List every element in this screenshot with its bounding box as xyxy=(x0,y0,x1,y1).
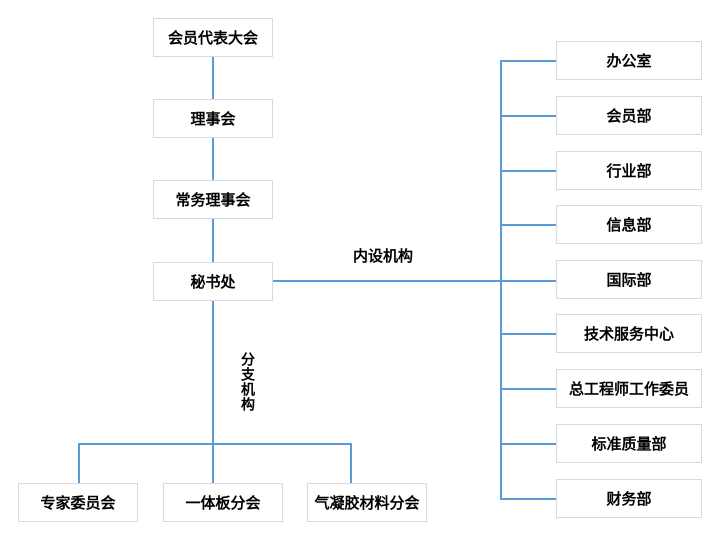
label-branch-organs: 分支机构 xyxy=(240,352,256,412)
connector-line xyxy=(78,443,350,445)
connector-line xyxy=(500,115,556,117)
connector-line xyxy=(212,301,214,483)
connector-line xyxy=(212,57,214,99)
connector-line xyxy=(500,388,556,390)
node-label: 专家委员会 xyxy=(40,495,116,512)
connector-line xyxy=(500,170,556,172)
connector-line xyxy=(273,280,556,282)
node-chief-engineer-committee: 总工程师工作委员 xyxy=(556,369,702,408)
node-label: 理事会 xyxy=(190,111,236,128)
connector-line xyxy=(78,443,80,483)
connector-line xyxy=(500,224,556,226)
connector-line xyxy=(350,443,352,484)
node-international-dept: 国际部 xyxy=(556,260,702,299)
node-integrated-panel-branch: 一体板分会 xyxy=(163,483,283,522)
node-label: 气凝胶材料分会 xyxy=(314,495,420,512)
node-label: 行业部 xyxy=(606,163,652,180)
connector-line xyxy=(500,60,502,499)
node-label: 总工程师工作委员 xyxy=(568,381,689,398)
node-council: 理事会 xyxy=(153,99,273,138)
node-finance-dept: 财务部 xyxy=(556,479,702,518)
node-members-congress: 会员代表大会 xyxy=(153,18,273,57)
node-label: 信息部 xyxy=(606,217,652,234)
node-label: 会员代表大会 xyxy=(167,30,258,47)
node-secretariat: 秘书处 xyxy=(153,262,273,301)
node-information-dept: 信息部 xyxy=(556,205,702,244)
connector-line xyxy=(500,498,556,500)
connector-line xyxy=(500,60,556,62)
label-internal-organs: 内设机构 xyxy=(353,248,414,265)
connector-line xyxy=(500,443,556,445)
node-label: 国际部 xyxy=(606,272,652,289)
node-label: 会员部 xyxy=(606,108,652,125)
node-expert-committee: 专家委员会 xyxy=(18,483,138,522)
node-label: 办公室 xyxy=(606,53,652,70)
node-aerogel-material-branch: 气凝胶材料分会 xyxy=(307,483,427,522)
node-label: 财务部 xyxy=(606,491,652,508)
node-industry-dept: 行业部 xyxy=(556,151,702,190)
node-label: 常务理事会 xyxy=(175,192,251,209)
node-label: 一体板分会 xyxy=(185,495,261,512)
node-label: 标准质量部 xyxy=(591,436,667,453)
connector-line xyxy=(500,333,556,335)
node-label: 技术服务中心 xyxy=(583,326,674,343)
connector-line xyxy=(212,138,214,180)
node-tech-service-center: 技术服务中心 xyxy=(556,314,702,353)
connector-line xyxy=(212,219,214,262)
node-label: 秘书处 xyxy=(190,274,236,291)
node-membership-dept: 会员部 xyxy=(556,96,702,135)
node-office: 办公室 xyxy=(556,41,702,80)
node-standing-council: 常务理事会 xyxy=(153,180,273,219)
node-standards-quality-dept: 标准质量部 xyxy=(556,424,702,463)
